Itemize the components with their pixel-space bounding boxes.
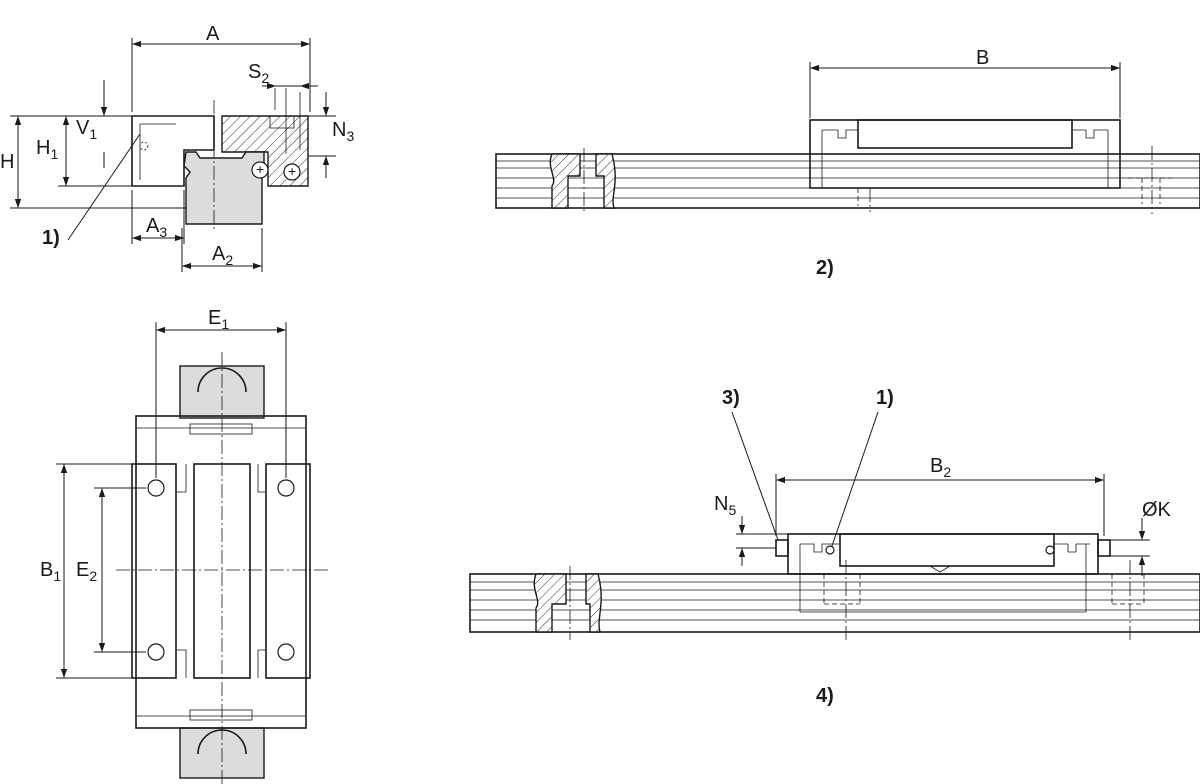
dim-H1: H1 xyxy=(36,137,58,162)
dim-S2: S2 xyxy=(248,61,269,86)
dim-B1: B1 xyxy=(40,559,61,584)
dim-E1: E1 xyxy=(208,307,229,332)
screw-br xyxy=(277,643,295,661)
rail-side-4 xyxy=(469,573,1200,633)
dim-A: A xyxy=(206,23,220,45)
dim-V1: V1 xyxy=(76,117,97,142)
callout-2: 2) xyxy=(816,257,834,279)
side-view-4: B2 N5 ØK 3) 1) 4) xyxy=(469,387,1200,707)
rail-side xyxy=(495,153,1200,209)
side-view-2: B 2) xyxy=(495,47,1200,279)
carriage-top xyxy=(135,415,307,729)
dim-N5: N5 xyxy=(714,493,736,518)
front-section-view: + + A S2 N3 V1 H1 H xyxy=(0,23,354,272)
top-view: E1 B1 E2 xyxy=(40,307,328,784)
callout-1-side: 1) xyxy=(876,387,894,409)
callout-4: 4) xyxy=(816,685,834,707)
dim-E2: E2 xyxy=(76,559,97,584)
dim-K: ØK xyxy=(1142,499,1172,521)
rail-profile xyxy=(183,151,265,225)
svg-text:+: + xyxy=(288,163,296,179)
svg-text:+: + xyxy=(256,161,264,177)
lube-port xyxy=(825,545,835,555)
ball-right xyxy=(283,163,301,181)
screw-bl xyxy=(147,643,165,661)
screw-tl xyxy=(147,479,165,497)
callout-1-front: 1) xyxy=(42,227,60,249)
dim-B2: B2 xyxy=(930,455,951,480)
dim-A2: A2 xyxy=(212,243,233,268)
dim-A3: A3 xyxy=(146,215,167,240)
dim-H: H xyxy=(0,151,14,173)
ball-left xyxy=(251,161,269,179)
callout-3: 3) xyxy=(722,387,740,409)
screw-tr xyxy=(277,479,295,497)
dim-B: B xyxy=(976,47,989,69)
dim-N3: N3 xyxy=(332,119,354,144)
